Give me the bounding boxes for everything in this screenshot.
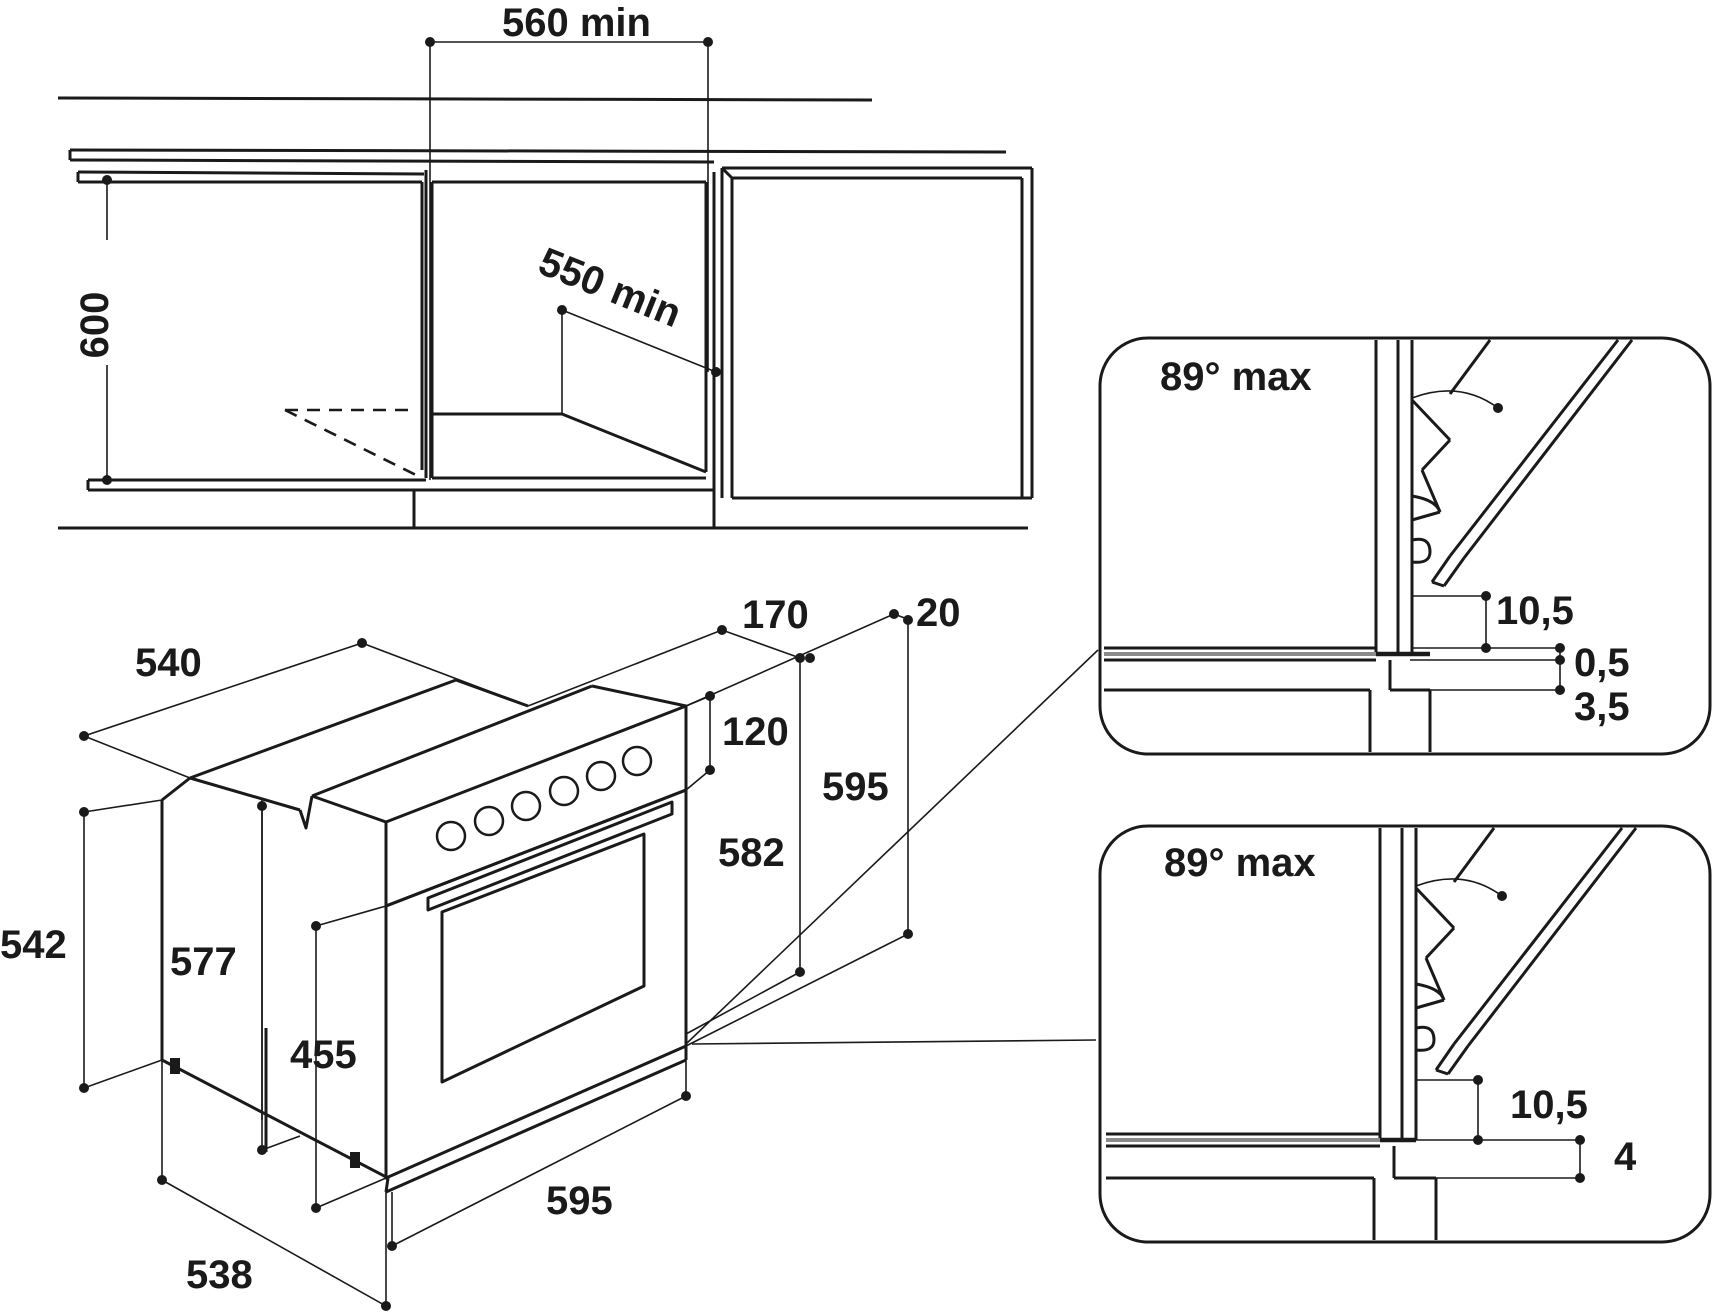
worktop-front-line [69, 148, 1007, 154]
width-label: 560 min [502, 1, 651, 45]
cabinet-view: 560 min 550 min 600 [57, 1, 1034, 530]
panel-depth-label: 170 [742, 593, 809, 637]
leader-line-detail-bottom [691, 1039, 1097, 1045]
angle-label: 89° max [1160, 355, 1312, 399]
control-knob [621, 745, 653, 777]
oven-view: 540 170 20 120 [0, 591, 1099, 1311]
dimension-depth-top: 540 [79, 638, 529, 779]
side-height-label: 542 [0, 923, 67, 967]
door-handle [426, 800, 674, 912]
inner-height-label: 577 [170, 940, 237, 984]
oven-opening [412, 170, 716, 528]
dimension-door-height: 582 [685, 653, 815, 1035]
detail-bottom: 89° max 10,5 4 [1098, 824, 1712, 1244]
dimension-front-height: 595 [685, 620, 913, 1047]
hidden-edge [284, 408, 423, 480]
dimension-height: 600 [73, 175, 117, 485]
dimension-inner-height: 577 [170, 801, 301, 1155]
dimension-panel-depth: 170 [527, 593, 809, 707]
control-knob [510, 790, 542, 822]
right-cabinet [720, 166, 1034, 500]
panel-height-label: 120 [722, 710, 789, 754]
control-knob [435, 820, 467, 852]
worktop-lower-line [69, 158, 715, 164]
dimension-recess-height: 455 [290, 905, 387, 1213]
offset-label: 4 [1614, 1135, 1637, 1179]
offset-a-label: 0,5 [1574, 641, 1630, 685]
control-knob [548, 775, 580, 807]
worktop-top-line [57, 96, 873, 102]
dimension-side-height: 542 [0, 799, 163, 1093]
angle-arc [1415, 878, 1503, 897]
oven-door [170, 788, 688, 1194]
depth-bottom-label: 538 [186, 1253, 253, 1297]
height-label: 600 [73, 292, 117, 359]
front-width-label: 595 [546, 1179, 613, 1223]
left-cabinet [76, 170, 714, 492]
dimension-depth-bottom: 538 [157, 1060, 391, 1311]
dimension-width: 560 min [425, 1, 713, 480]
dimension-panel-height: 120 [685, 691, 789, 791]
offset-b-label: 3,5 [1574, 685, 1630, 729]
detail-frame [1098, 336, 1712, 756]
detail-top: 89° max [1098, 336, 1712, 756]
angle-arc [1411, 390, 1499, 409]
door-height-label: 582 [718, 831, 785, 875]
dimension-depth: 550 min [533, 240, 721, 377]
gap-label: 10,5 [1510, 1083, 1588, 1127]
oven-body [160, 678, 687, 1180]
depth-top-label: 540 [135, 641, 202, 685]
front-height-label: 595 [822, 765, 889, 809]
panel-offset-label: 20 [916, 591, 961, 635]
depth-label: 550 min [533, 240, 688, 337]
control-knob [473, 805, 505, 837]
dimension-front-width: 595 [387, 1060, 691, 1251]
angle-label: 89° max [1164, 841, 1316, 885]
control-panel [384, 704, 688, 1178]
gap-label: 10,5 [1496, 589, 1574, 633]
control-knob [585, 760, 617, 792]
dimension-panel-offset: 20 [685, 591, 961, 707]
detail-frame [1098, 824, 1712, 1244]
recess-height-label: 455 [290, 1033, 357, 1077]
leader-line-detail-top [685, 649, 1099, 1045]
